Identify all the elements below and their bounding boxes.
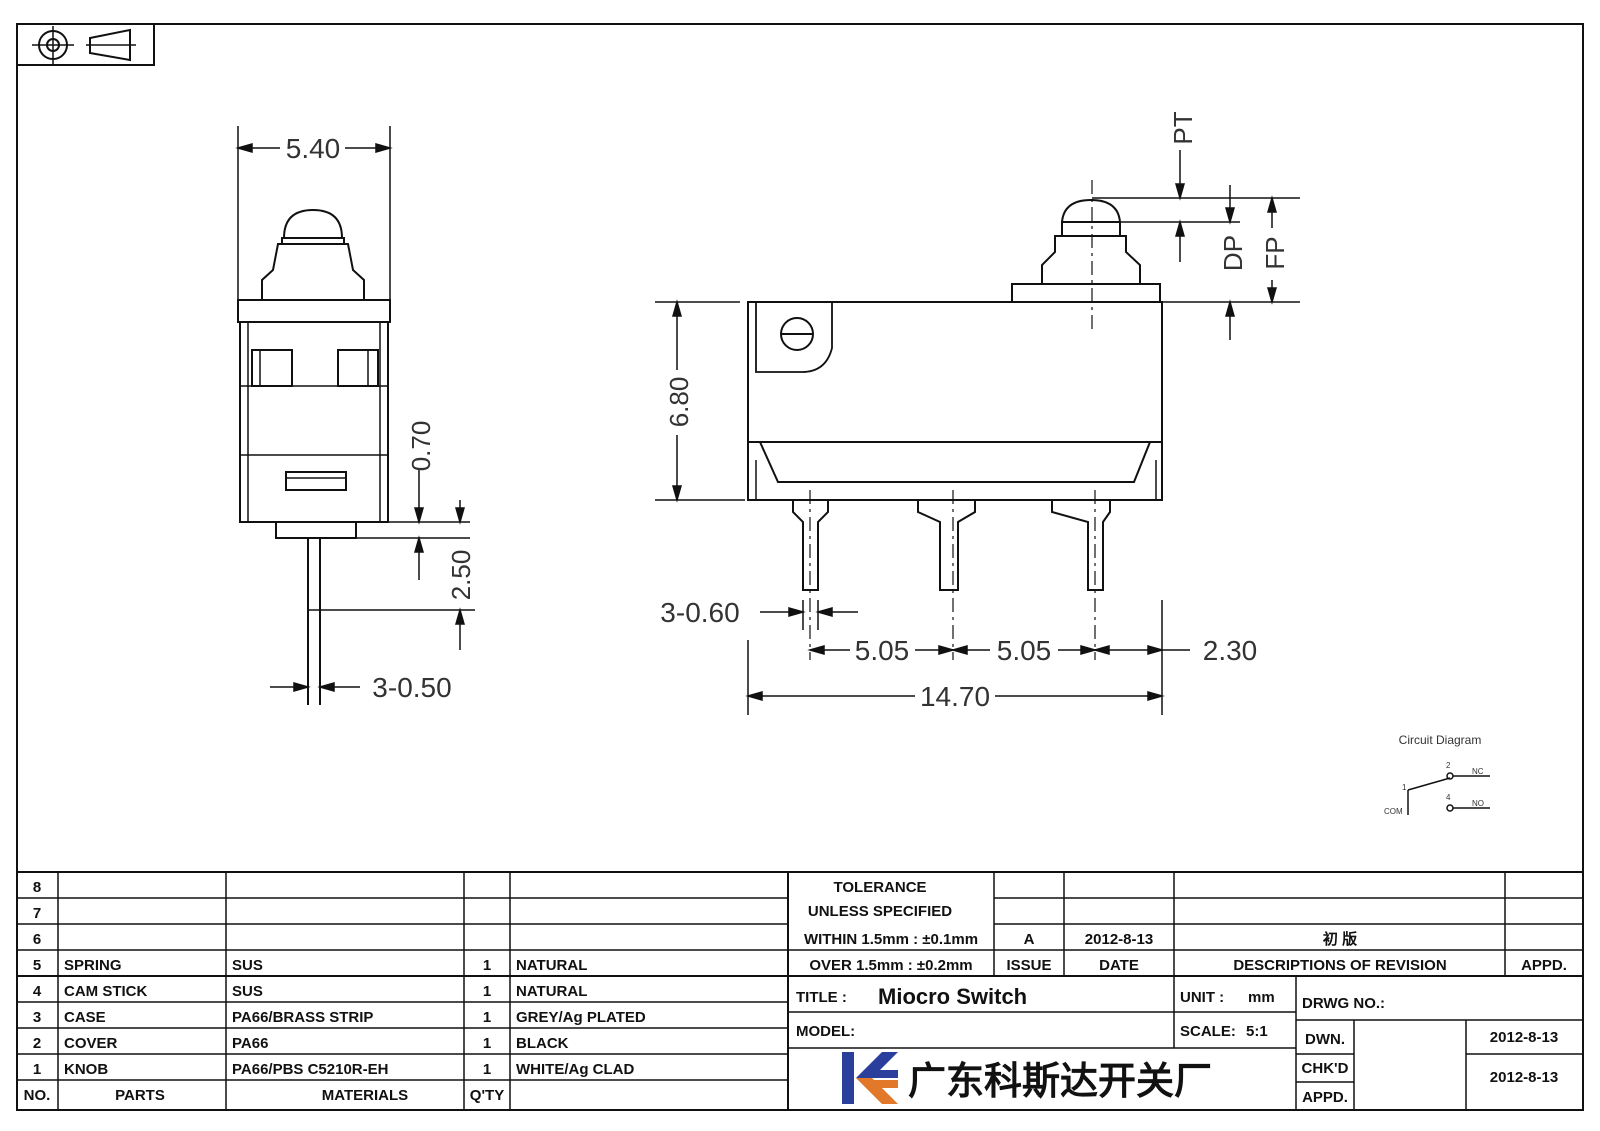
bom-table: [17, 871, 1583, 1110]
bom-qty: 1: [483, 957, 491, 974]
dim-knob-gap: 0.70: [406, 421, 436, 472]
bom-no: 2: [33, 1035, 41, 1052]
bom-no: 1: [33, 1061, 41, 1078]
dim-pt-label: PT: [1168, 111, 1198, 144]
dwn-label: DWN.: [1305, 1031, 1345, 1048]
side-dimensions: [235, 143, 465, 692]
bom-part: COVER: [64, 1035, 118, 1052]
model-label: MODEL:: [796, 1023, 855, 1040]
bom-no: 7: [33, 905, 41, 922]
description-label: DESCRIPTIONS OF REVISION: [1233, 957, 1446, 974]
bom-header-parts: PARTS: [115, 1087, 165, 1104]
bom-header-materials: MATERIALS: [322, 1087, 408, 1104]
bom-part: SPRING: [64, 957, 122, 974]
scale-label: SCALE:: [1180, 1023, 1236, 1040]
revision-issue: A: [1024, 931, 1035, 948]
circuit-terminal-4: 4: [1446, 793, 1451, 802]
circuit-no: NO: [1472, 799, 1484, 808]
dim-pitch-1: 5.05: [855, 635, 910, 666]
tolerance-within: WITHIN 1.5mm : ±0.1mm: [804, 931, 978, 948]
front-dimensions: [655, 150, 1300, 715]
appd-label: APPD.: [1521, 957, 1567, 974]
bom-row: 8: [33, 879, 41, 896]
bom-qty: 1: [483, 1009, 491, 1026]
title-block: [788, 872, 1583, 1110]
drwg-no-label: DRWG NO.:: [1302, 995, 1385, 1012]
company-logo-icon: [842, 1052, 898, 1104]
tolerance-over: OVER 1.5mm : ±0.2mm: [809, 957, 972, 974]
bom-qty: 1: [483, 1061, 491, 1078]
chkd-date: 2012-8-13: [1490, 1069, 1558, 1086]
bom-row: 1 KNOB PA66/PBS C5210R-EH 1 WHITE/Ag CLA…: [33, 1061, 635, 1078]
circuit-title: Circuit Diagram: [1399, 733, 1482, 747]
dim-pitch-2: 5.05: [997, 635, 1052, 666]
bom-row: 3 CASE PA66/BRASS STRIP 1 GREY/Ag PLATED: [33, 1009, 646, 1026]
bom-material: PA66: [232, 1035, 268, 1052]
date-label: DATE: [1099, 957, 1139, 974]
chkd-label: CHK'D: [1302, 1060, 1349, 1077]
dim-pin-length-side: 2.50: [446, 550, 476, 601]
bom-row: 4 CAM STICK SUS 1 NATURAL: [33, 983, 588, 1000]
bom-part: CASE: [64, 1009, 106, 1026]
dim-pin-width-front: 3-0.60: [660, 597, 739, 628]
bom-no: 4: [33, 983, 42, 1000]
dim-pin-width-side: 3-0.50: [372, 672, 451, 703]
bom-finish: WHITE/Ag CLAD: [516, 1061, 634, 1078]
circuit-terminal-1: 1: [1402, 783, 1407, 792]
appd-label-2: APPD.: [1302, 1089, 1348, 1106]
title-label: TITLE :: [796, 989, 847, 1006]
bom-material: SUS: [232, 983, 263, 1000]
company-name: 广东科斯达开关厂: [908, 1061, 1212, 1103]
circuit-terminal-2: 2: [1446, 761, 1451, 770]
circuit-nc: NC: [1472, 767, 1484, 776]
bom-header-no: NO.: [24, 1087, 51, 1104]
bom-material: PA66/BRASS STRIP: [232, 1009, 373, 1026]
bom-row: 7: [33, 905, 41, 922]
bom-no: 8: [33, 879, 41, 896]
bom-no: 5: [33, 957, 41, 974]
bom-finish: NATURAL: [516, 983, 587, 1000]
bom-row: 5 SPRING SUS 1 NATURAL: [33, 957, 588, 974]
unit-value: mm: [1248, 989, 1275, 1006]
bom-rows: 8 7 6 5 SPRING SUS 1 NATURAL 4 CAM STICK…: [24, 879, 646, 1104]
revision-description: 初 版: [1323, 930, 1357, 948]
bom-no: 3: [33, 1009, 41, 1026]
issue-label: ISSUE: [1006, 957, 1051, 974]
dim-edge-offset: 2.30: [1203, 635, 1258, 666]
projection-symbol-icon: [16, 23, 155, 66]
outer-frame: [16, 23, 1584, 1111]
bom-row: 2 COVER PA66 1 BLACK: [33, 1035, 569, 1052]
dwn-date: 2012-8-13: [1490, 1029, 1558, 1046]
bom-finish: NATURAL: [516, 957, 587, 974]
side-view: [237, 126, 475, 705]
dim-total-length: 14.70: [920, 681, 990, 712]
bom-qty: 1: [483, 983, 491, 1000]
bom-material: PA66/PBS C5210R-EH: [232, 1061, 388, 1078]
unit-label: UNIT :: [1180, 989, 1224, 1006]
bom-part: KNOB: [64, 1061, 108, 1078]
front-view: [747, 180, 1163, 660]
bom-part: CAM STICK: [64, 983, 147, 1000]
circuit-diagram: Circuit Diagram 1 2 4 NC NO COM: [1384, 733, 1490, 816]
bom-finish: GREY/Ag PLATED: [516, 1009, 646, 1026]
tolerance-line-1: TOLERANCE: [833, 879, 926, 896]
bom-material: SUS: [232, 957, 263, 974]
bom-no: 6: [33, 931, 41, 948]
circuit-com: COM: [1384, 807, 1403, 816]
dim-dp-label: DP: [1218, 235, 1248, 271]
tolerance-line-2: UNLESS SPECIFIED: [808, 903, 952, 920]
bom-qty: 1: [483, 1035, 491, 1052]
dim-side-width: 5.40: [286, 133, 341, 164]
scale-value: 5:1: [1246, 1023, 1268, 1040]
revision-date: 2012-8-13: [1085, 931, 1153, 948]
dim-fp-label: FP: [1260, 236, 1290, 269]
bom-header-qty: Q'TY: [470, 1087, 504, 1104]
drawing-title: Miocro Switch: [878, 984, 1027, 1009]
dim-body-height: 6.80: [664, 377, 694, 428]
bom-finish: BLACK: [516, 1035, 569, 1052]
bom-row: 6: [33, 931, 41, 948]
